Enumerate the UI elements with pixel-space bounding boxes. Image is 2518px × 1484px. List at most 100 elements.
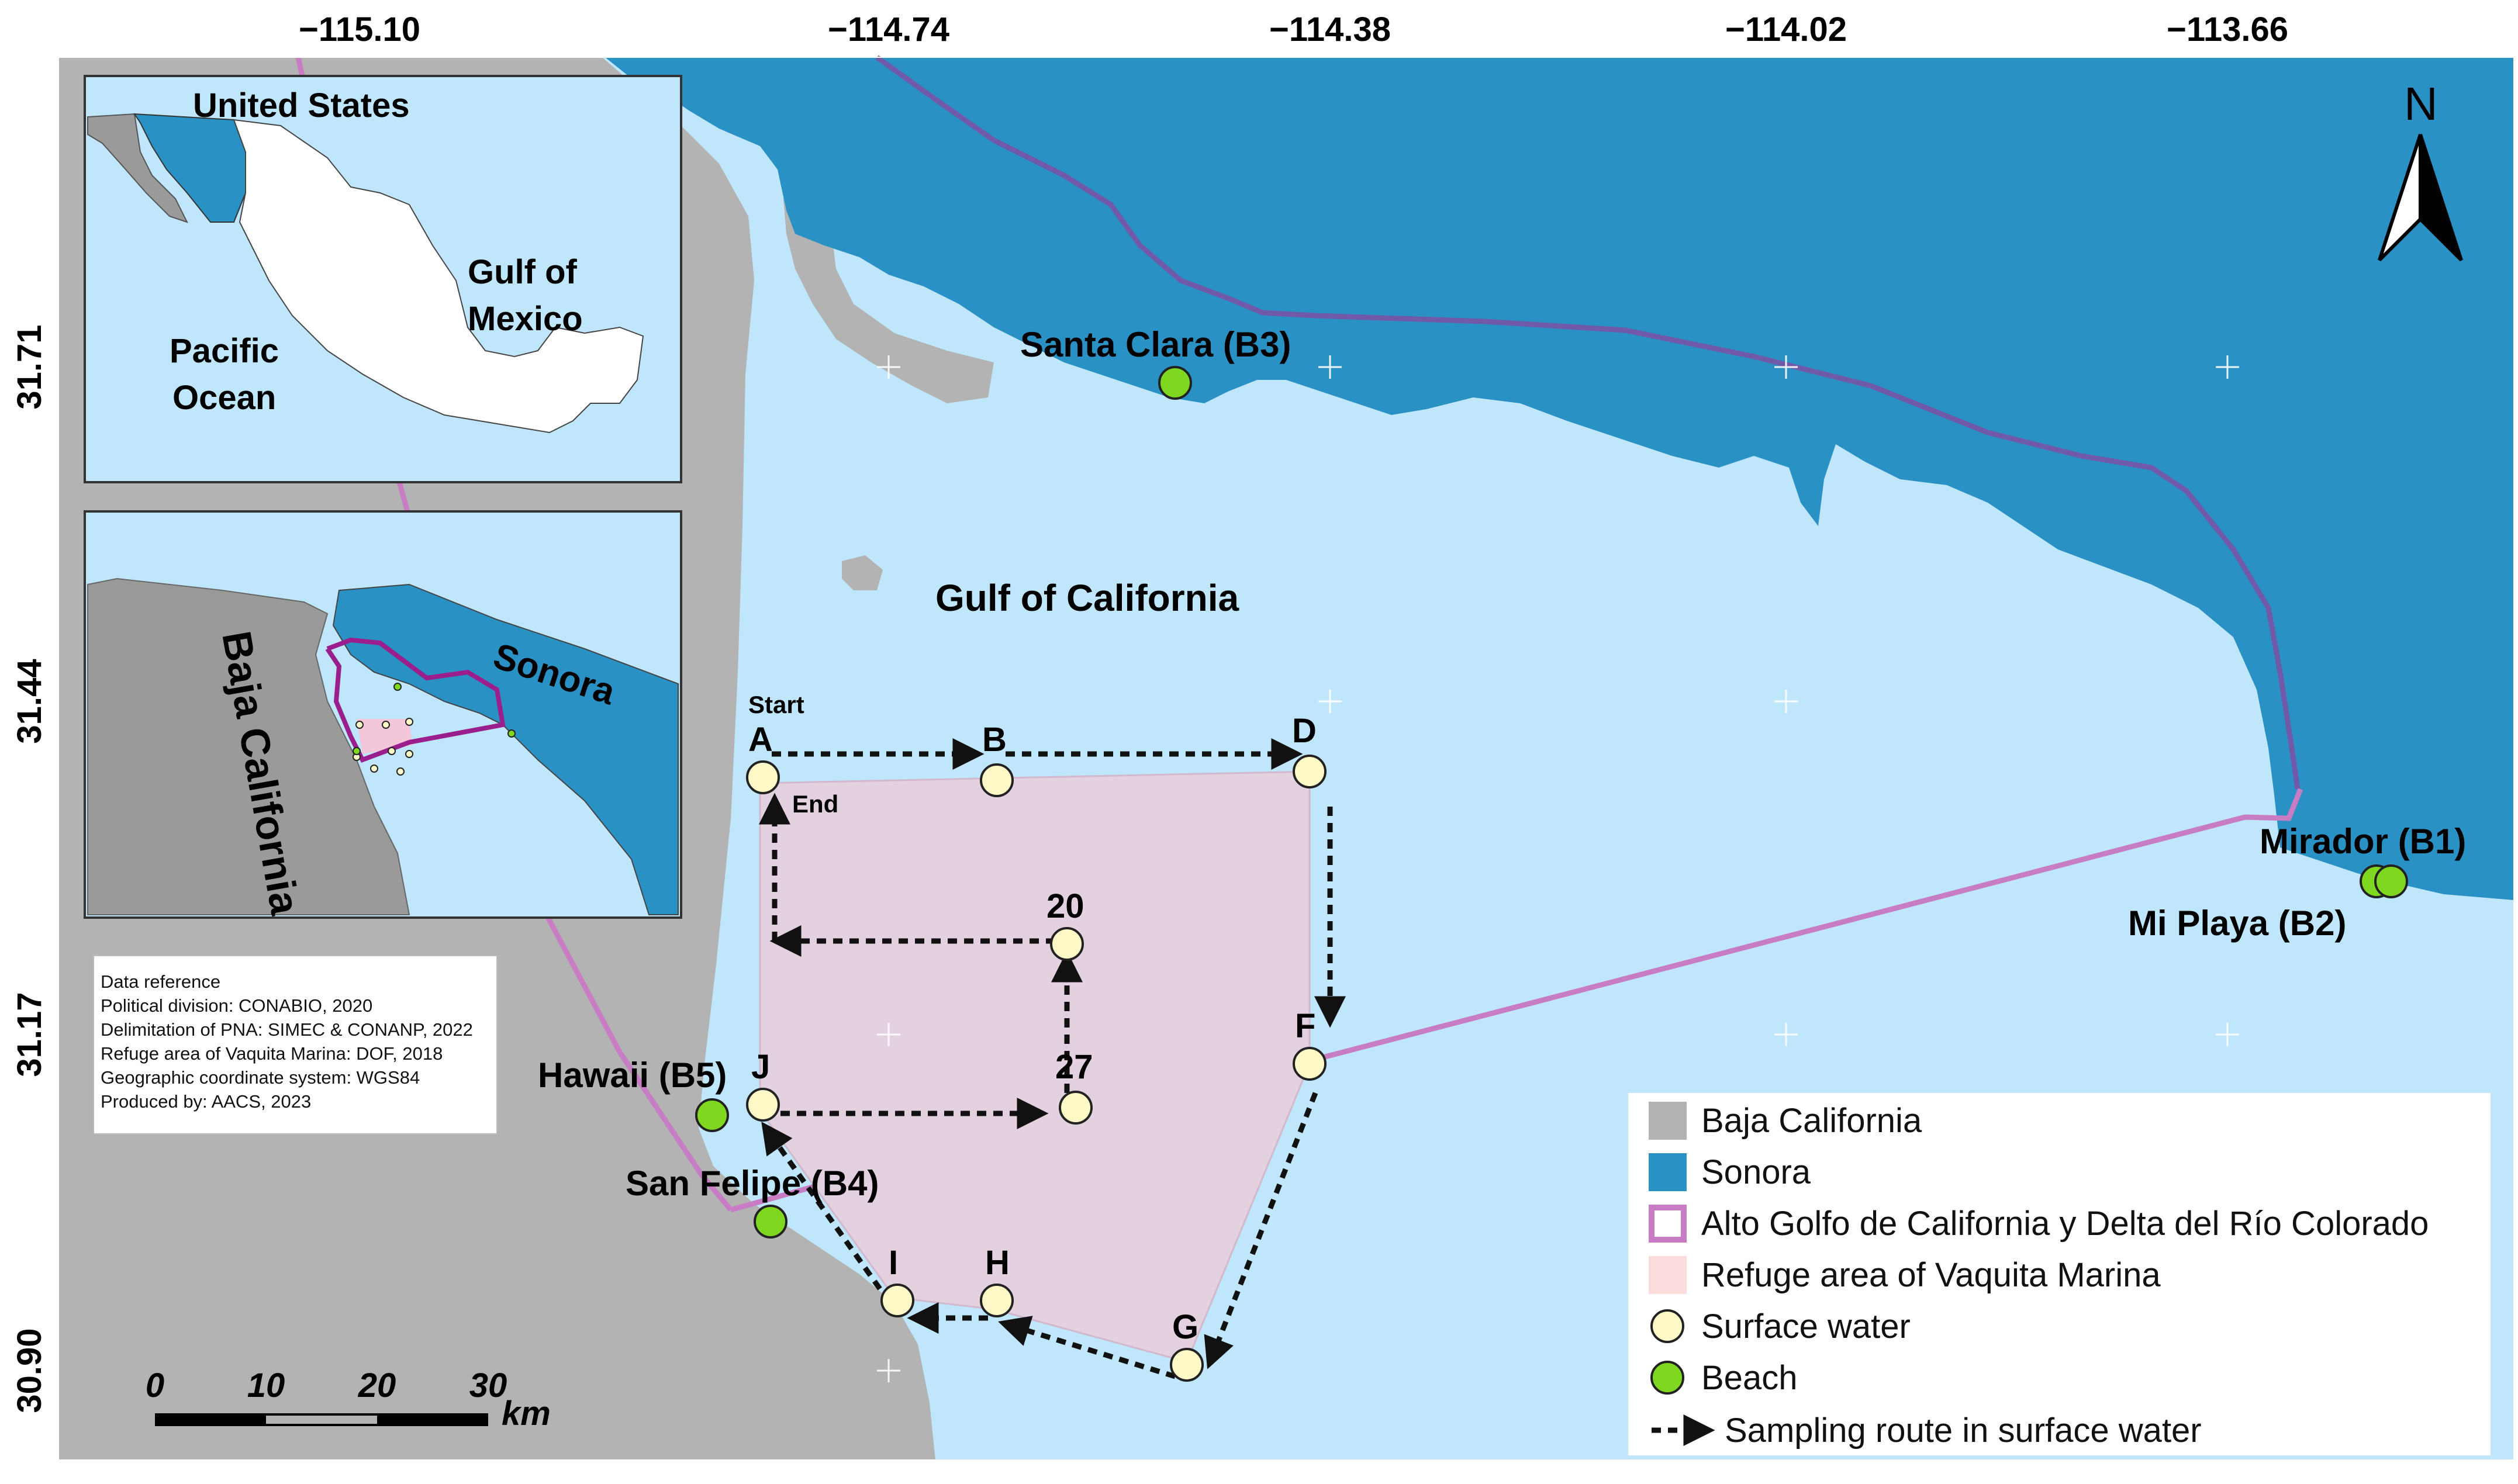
legend-swatch-baja [1649,1102,1687,1140]
surface-water-sites [746,755,1327,1382]
label-site-a: A [748,721,773,759]
ref-line-1: Data reference [101,971,220,992]
label-gulf-of-california: Gulf of California [935,577,1239,619]
montague-island [783,193,994,403]
inset-label-pacific-1: Pacific [170,332,279,370]
legend-label-sonora: Sonora [1701,1153,1811,1191]
lat-label-1: 31.71 [11,324,49,409]
legend-label-beach: Beach [1701,1359,1797,1397]
site-g[interactable] [1170,1348,1204,1382]
route-i-j [761,1121,882,1291]
label-site-b: B [982,721,1007,759]
inset-label-pacific-2: Ocean [172,379,276,417]
lon-label-1: −115.10 [299,11,420,49]
site-b[interactable] [980,763,1014,797]
lon-label-4: −114.02 [1725,11,1847,49]
legend-label-route: Sampling route in surface water [1725,1412,2202,1450]
reserve-boundary-line [875,55,2301,790]
scale-tick-10: 10 [247,1367,285,1405]
sampling-route [759,738,1346,1379]
north-label: N [2404,78,2438,130]
ref-line-4: Refuge area of Vaquita Marina: DOF, 2018 [101,1043,443,1064]
site-i[interactable] [880,1284,914,1317]
label-site-27: 27 [1055,1048,1093,1086]
site-h[interactable] [980,1284,1014,1317]
scale-tick-0: 0 [146,1367,164,1405]
label-san-felipe: San Felipe (B4) [626,1164,879,1203]
data-reference-box: Data reference Political division: CONAB… [93,955,498,1134]
lon-label-2: −114.74 [828,11,949,49]
north-arrow-right [2419,134,2463,262]
longitude-axis: −115.10 −114.74 −114.38 −114.02 −113.66 [299,11,2288,49]
label-site-g: G [1172,1308,1198,1346]
scale-tick-30: 30 [469,1367,507,1405]
legend-swatch-reserve [1649,1205,1687,1243]
lat-label-2: 31.44 [11,659,49,743]
beach-hawaii[interactable] [695,1098,729,1132]
route-g-h [998,1316,1176,1379]
inset-region: Baja California Sonora [84,510,682,919]
site-27[interactable] [1059,1091,1093,1125]
inset-us-grey [87,113,188,223]
inset-label-gulf-mexico-2: Mexico [468,300,583,338]
beach-mi-playa[interactable] [2374,864,2408,898]
legend-label-reserve: Alto Golfo de California y Delta del Río… [1701,1205,2429,1243]
small-island [842,555,883,590]
beach-sites [695,366,2408,1239]
scale-unit: km [502,1395,551,1433]
label-site-h: H [985,1244,1010,1282]
sonora-land [605,57,2514,900]
inset-reserve-boundary [325,637,506,763]
inset-label-gulf-mexico-1: Gulf of [468,253,578,291]
site-f[interactable] [1293,1047,1327,1081]
inset-mexico [233,119,644,434]
label-site-f: F [1295,1007,1315,1045]
label-hawaii: Hawaii (B5) [538,1056,727,1095]
ref-line-6: Produced by: AACS, 2023 [101,1091,311,1112]
graticule [877,355,2239,1382]
lon-label-5: −113.66 [2167,11,2288,49]
legend: Baja California Sonora Alto Golfo de Cal… [1628,1093,2491,1455]
beach-san-felipe[interactable] [754,1205,787,1239]
lon-label-3: −114.38 [1269,11,1391,49]
scale-tick-20: 20 [358,1367,396,1405]
lat-label-4: 30.90 [11,1328,49,1413]
legend-swatch-beach [1650,1361,1684,1395]
ref-line-3: Delimitation of PNA: SIMEC & CONANP, 202… [101,1019,473,1040]
legend-label-baja: Baja California [1701,1102,1922,1140]
site-a[interactable] [746,760,780,794]
surface-site-labels: A B D 20 F J 27 I H G Start End [748,691,1317,1346]
ref-line-2: Political division: CONABIO, 2020 [101,995,372,1016]
beach-santa-clara[interactable] [1158,366,1192,400]
inset-sonora [332,583,679,915]
ref-line-5: Geographic coordinate system: WGS84 [101,1067,420,1088]
label-santa-clara: Santa Clara (B3) [1020,325,1291,364]
site-20[interactable] [1050,927,1084,961]
inset-baja-california [87,577,410,915]
site-j[interactable] [746,1088,780,1122]
label-site-20: 20 [1046,887,1084,925]
legend-label-surface-water: Surface water [1701,1307,1911,1345]
lat-label-3: 31.17 [11,992,49,1077]
legend-swatch-surface-water [1650,1309,1684,1343]
legend-label-refuge: Refuge area of Vaquita Marina [1701,1256,2161,1294]
north-arrow: N [2378,78,2463,262]
label-site-d: D [1292,712,1317,750]
site-d[interactable] [1293,755,1327,788]
inset-sample-points [353,718,413,776]
label-mirador: Mirador (B1) [2260,822,2466,861]
end-label: End [792,790,838,818]
latitude-axis: 31.71 31.44 31.17 30.90 [11,324,49,1413]
start-label: Start [748,691,804,718]
label-site-j: J [751,1048,770,1086]
map-frame [58,57,2514,1461]
inset-beach-points [353,683,516,755]
legend-swatch-refuge [1649,1256,1687,1294]
legend-swatch-sonora [1649,1153,1687,1191]
label-mi-playa: Mi Playa (B2) [2128,904,2346,943]
inset-label-united-states: United States [193,87,410,124]
inset-country: United States Gulf of Mexico Pacific Oce… [84,75,682,483]
label-site-i: I [889,1244,898,1282]
scale-bar: 0 10 20 30 km [146,1367,551,1433]
